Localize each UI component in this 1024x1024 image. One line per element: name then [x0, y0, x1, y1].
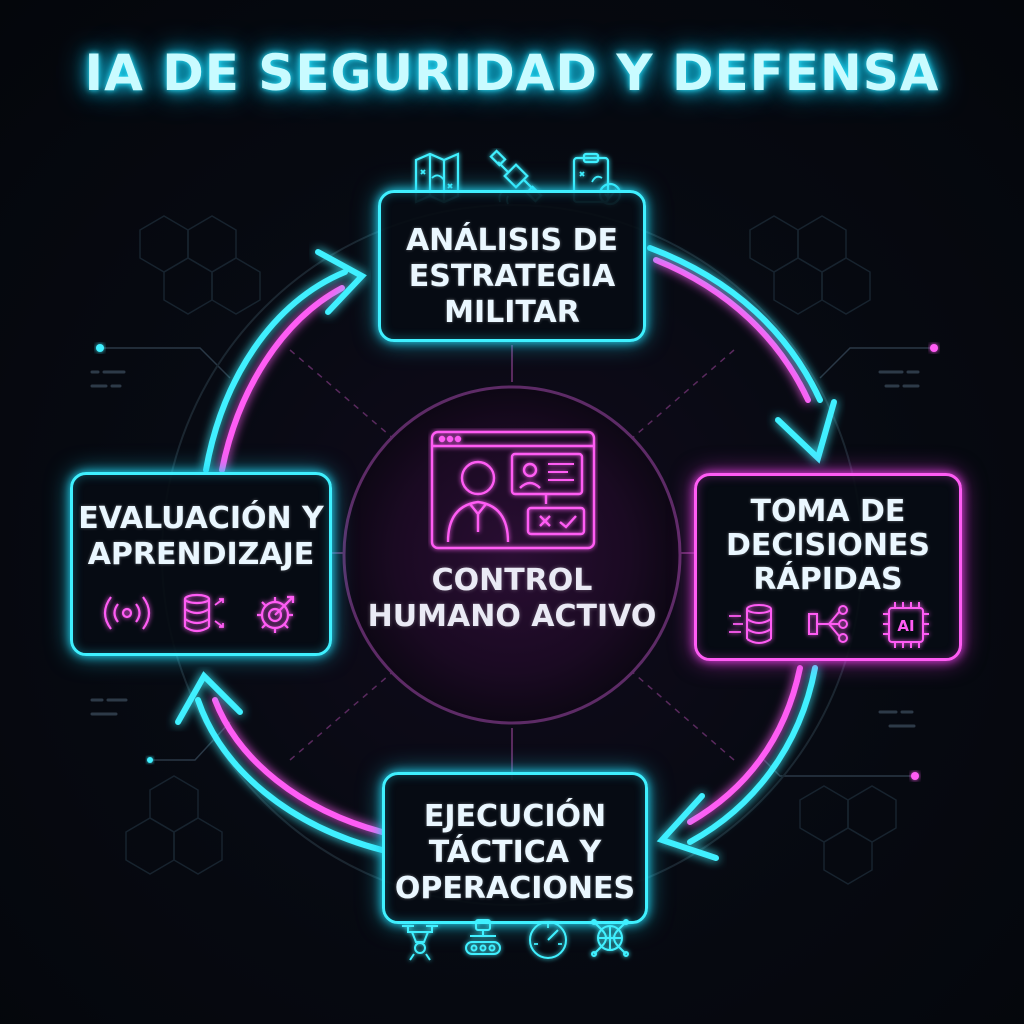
- circuit-lines: [100, 347, 934, 777]
- arrow-top-right: [647, 245, 837, 464]
- page-title: IA DE SEGURIDAD Y DEFENSA: [84, 44, 940, 102]
- stage-label-line2: DECISIONES: [725, 528, 931, 563]
- database-sync-icon: [183, 593, 224, 633]
- gauge-icon: [529, 921, 567, 959]
- circuit-dots: [96, 344, 938, 780]
- arrow-bottom-right: [656, 665, 818, 861]
- stage-box-strategy-analysis: ANÁLISIS DE ESTRATEGIA MILITAR: [378, 190, 646, 342]
- stage-label-line2: APRENDIZAJE: [87, 537, 315, 572]
- arrow-top-left: [203, 249, 367, 473]
- data-dashes: [90, 370, 920, 728]
- drone-icon: [402, 925, 438, 961]
- right-icons: AI: [729, 602, 929, 648]
- stage-label-line1: EVALUACIÓN Y: [78, 501, 324, 536]
- center-circle: [342, 385, 682, 725]
- stage-label-line3: OPERACIONES: [394, 871, 636, 906]
- stage-label-line3: RÁPIDAS: [753, 562, 903, 597]
- arrow-bottom-left: [175, 671, 385, 853]
- stage-box-evaluation-learning: EVALUACIÓN Y APRENDIZAJE: [70, 472, 332, 656]
- stage-label-line2: ESTRATEGIA: [408, 259, 616, 294]
- stage-label-line2: TÁCTICA Y: [428, 835, 602, 870]
- stage-box-tactical-execution: EJECUCIÓN TÁCTICA Y OPERACIONES: [382, 772, 648, 924]
- stage-box-rapid-decisions: TOMA DE DECISIONES RÁPIDAS: [694, 473, 962, 661]
- robot-vehicle-icon: [465, 919, 501, 955]
- ai-chip-text: AI: [897, 617, 914, 635]
- connector-lines: [330, 345, 695, 780]
- stage-label-line1: TOMA DE: [750, 494, 906, 529]
- signal-broadcast-icon: [103, 596, 151, 630]
- bottom-icons: [402, 919, 629, 961]
- database-speed-icon: [729, 604, 772, 644]
- gear-target-icon: [257, 595, 295, 633]
- stage-label-line3: MILITAR: [444, 295, 580, 330]
- left-icons: [103, 593, 295, 633]
- human-operator-screen-icon: [430, 430, 596, 550]
- center-label-line1: CONTROL: [431, 563, 593, 598]
- center-label-line2: HUMANO ACTIVO: [367, 599, 657, 634]
- stage-label-line1: ANÁLISIS DE: [405, 223, 619, 258]
- decision-tree-icon: [808, 605, 848, 643]
- hexagon-pattern: [125, 215, 897, 885]
- network-globe-icon: [591, 919, 629, 957]
- ai-chip-icon: [883, 602, 929, 648]
- stage-label-line1: EJECUCIÓN: [423, 799, 607, 834]
